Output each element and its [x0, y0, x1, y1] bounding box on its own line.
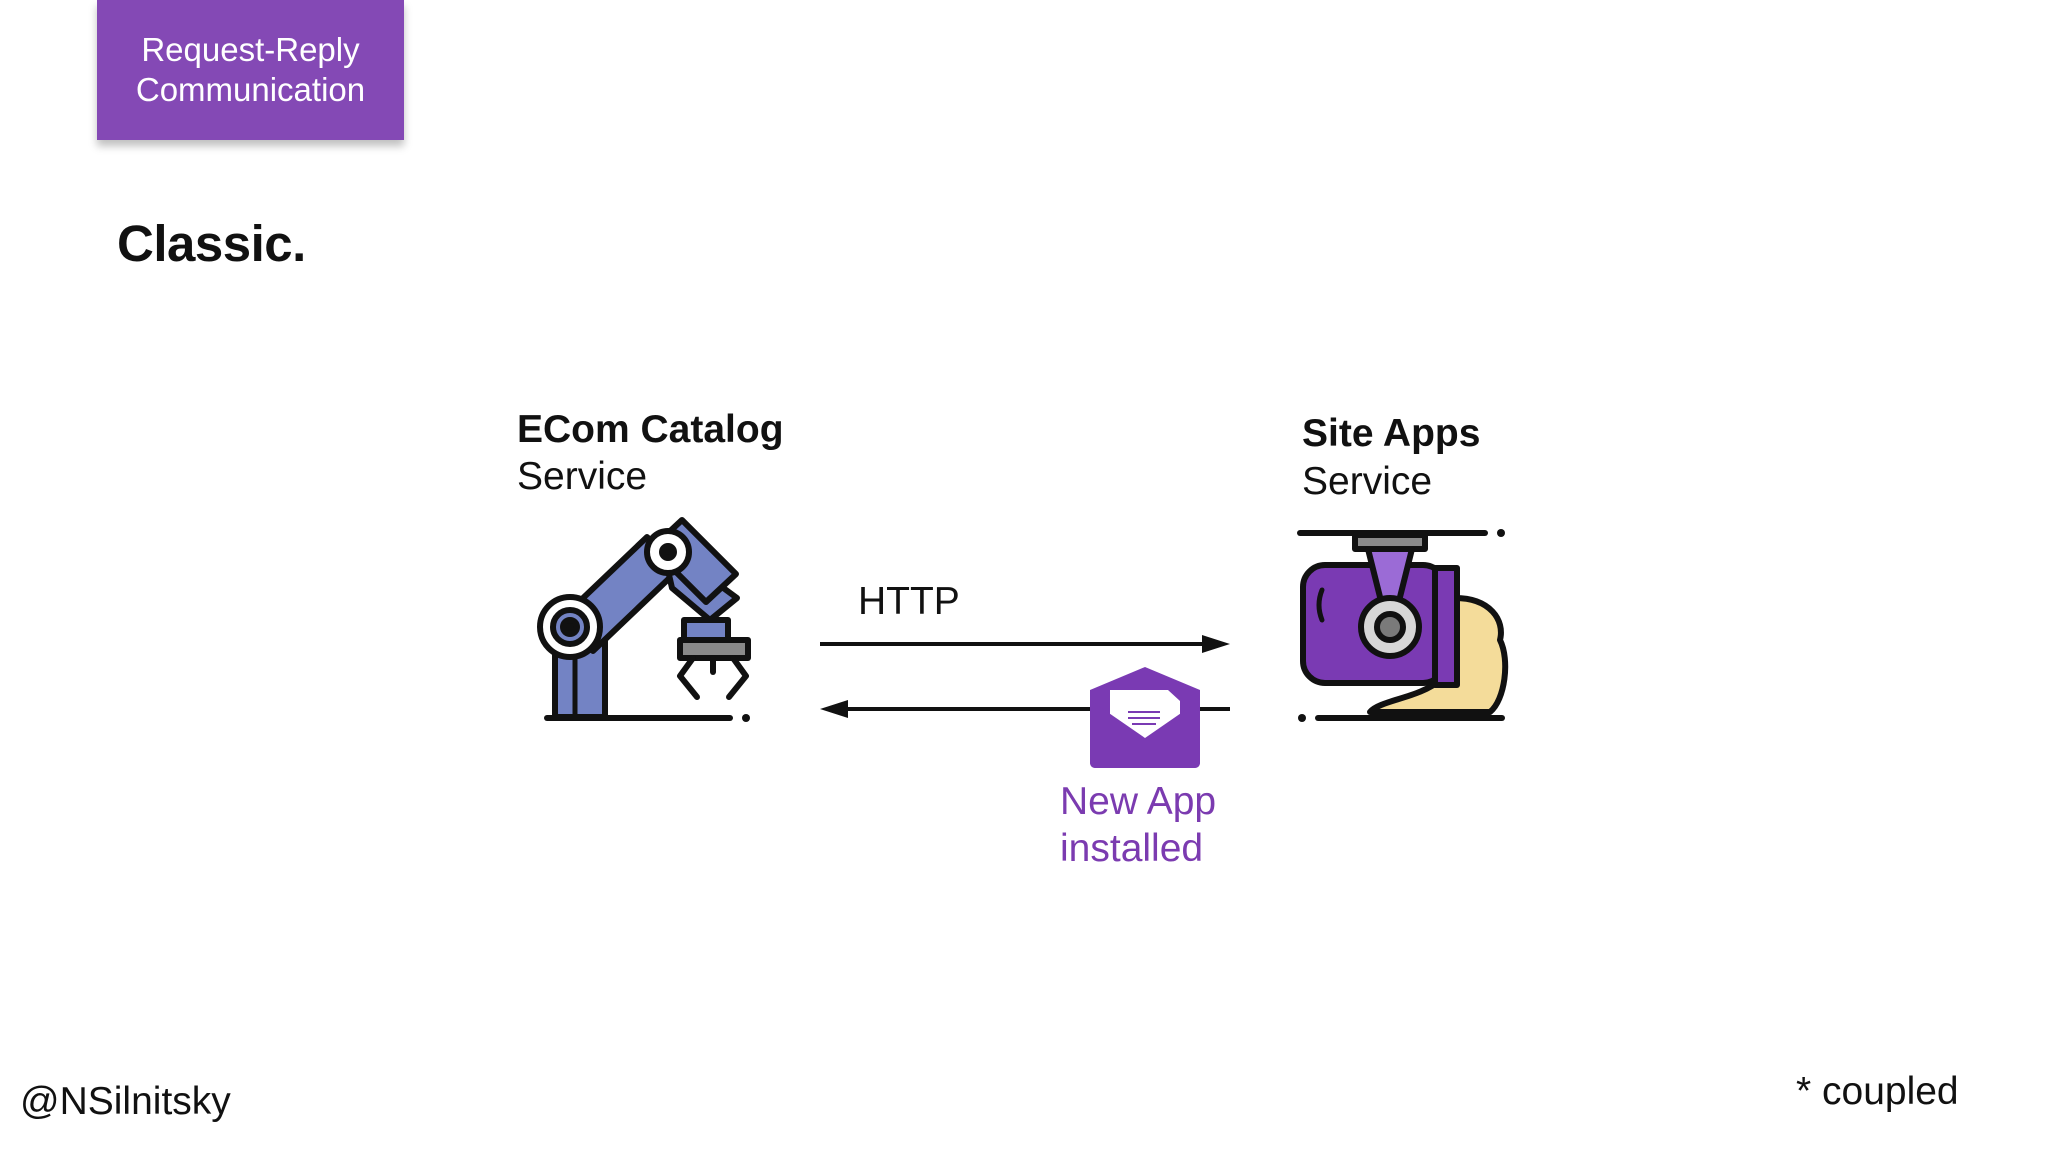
reply-label: New App installed	[1060, 780, 1217, 870]
left-service-subtitle: Service	[517, 455, 648, 498]
section-tag-label: Request-Reply Communication	[135, 31, 366, 108]
right-service-subtitle: Service	[1302, 460, 1433, 503]
section-tag: Request-Reply Communication	[97, 0, 404, 140]
left-service-name: ECom Catalog	[517, 408, 784, 451]
request-label: HTTP	[858, 580, 960, 623]
slide-title: Classic.	[117, 215, 306, 272]
author-handle: @NSilnitsky	[20, 1080, 231, 1123]
right-service-name: Site Apps	[1302, 412, 1481, 455]
footnote: * coupled	[1796, 1070, 1959, 1113]
